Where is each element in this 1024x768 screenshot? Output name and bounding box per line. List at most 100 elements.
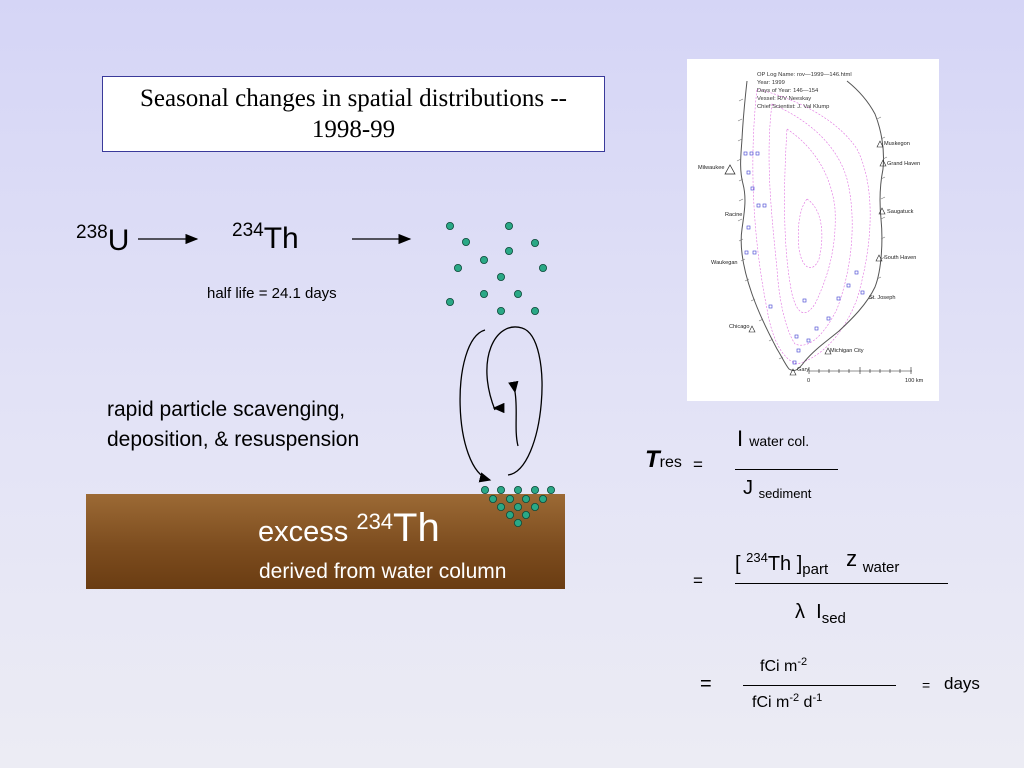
station: [750, 186, 755, 191]
scale-start-label: 0: [807, 378, 810, 384]
contour: [768, 103, 853, 346]
station: [749, 151, 754, 156]
city-label: Waukegan: [711, 260, 738, 266]
particle: [522, 510, 531, 519]
city-marker: [789, 368, 797, 376]
station: [762, 203, 767, 208]
th234-label: 234Th: [232, 220, 299, 255]
particle: [481, 485, 490, 494]
contour: [752, 88, 871, 365]
station: [796, 348, 801, 353]
depth-contours: [752, 88, 871, 365]
fraction-line-1: [735, 469, 838, 470]
station: [806, 338, 811, 343]
denominator-1: J sediment: [743, 477, 812, 501]
map-header-line: OP Log Name: rov—1999—146.html: [757, 72, 852, 78]
particle: [506, 494, 515, 503]
lake-michigan-map: OP Log Name: rov—1999—146.html Year: 199…: [698, 72, 924, 384]
particle: [462, 237, 471, 246]
scale-bar: [808, 367, 912, 374]
particle: [453, 264, 462, 273]
fraction-line-2: [735, 583, 948, 584]
particle: [539, 264, 548, 273]
city-marker: [824, 347, 832, 355]
particle: [497, 273, 506, 282]
particle: [497, 307, 506, 316]
city-label: Chicago: [729, 324, 750, 330]
sediment-subtitle: derived from water column: [259, 560, 507, 583]
city-marker: [876, 140, 884, 148]
station: [752, 250, 757, 255]
station: [836, 296, 841, 301]
particle: [531, 485, 540, 494]
particle: [505, 221, 514, 230]
city-label: Saugatuck: [887, 209, 914, 215]
city-label: Gary: [797, 367, 809, 373]
excess-th-label: excess 234Th: [258, 506, 440, 550]
equals-3: =: [700, 673, 712, 695]
denominator-2: λ Ised: [795, 601, 846, 627]
equals-1: =: [693, 455, 703, 474]
sediment-layer: [86, 494, 565, 589]
particle: [547, 485, 556, 494]
particle: [539, 494, 548, 503]
station: [854, 270, 859, 275]
result-unit: days: [944, 674, 980, 693]
particle: [497, 485, 506, 494]
city-marker: [875, 254, 883, 262]
map-stations: [743, 151, 865, 365]
particle: [531, 238, 540, 247]
numerator-3: fCi m-2: [760, 656, 808, 675]
particle: [514, 502, 523, 511]
denominator-3: fCi m-2 d-1: [752, 692, 823, 711]
station: [826, 316, 831, 321]
fraction-line-3: [743, 685, 896, 686]
particles-sediment: [481, 485, 556, 527]
process-label: rapid particle scavenging, deposition, &…: [107, 398, 360, 451]
particle: [514, 290, 523, 299]
station: [746, 170, 751, 175]
half-life-label: half life = 24.1 days: [207, 285, 337, 302]
station: [814, 326, 819, 331]
station: [794, 334, 799, 339]
city-label: Michigan City: [830, 348, 864, 354]
title-box: Seasonal changes in spatial distribution…: [102, 76, 605, 152]
shoreline: [740, 80, 884, 372]
equals-2: =: [693, 571, 703, 590]
particle: [445, 221, 454, 230]
particles-water-column: [445, 221, 548, 316]
decay-arrows: [138, 233, 412, 245]
cycle-arrows: [459, 326, 543, 483]
particle: [522, 494, 531, 503]
particle: [531, 307, 540, 316]
numerator-1: I water col.: [737, 426, 810, 451]
particle: [489, 494, 498, 503]
city-label: Muskegon: [884, 141, 910, 147]
station-map: OP Log Name: rov—1999—146.html Year: 199…: [687, 59, 939, 401]
upward-cycle-arrow: [486, 326, 543, 476]
city-label: St. Joseph: [869, 295, 895, 301]
particle: [531, 502, 540, 511]
map-header-line: Days of Year: 146—154: [757, 88, 819, 94]
particle: [514, 485, 523, 494]
station: [792, 360, 797, 365]
station: [768, 304, 773, 309]
city-label: South Haven: [884, 255, 916, 261]
u238-label: 238U: [76, 222, 130, 257]
scale-end-label: 100 km: [905, 378, 924, 384]
resuspension-arrow: [508, 380, 519, 447]
map-cities: Muskegon Grand Haven Milwaukee Racine Sa…: [698, 140, 920, 376]
station: [744, 250, 749, 255]
station: [755, 151, 760, 156]
particle: [480, 290, 489, 299]
particle: [480, 256, 489, 265]
contour: [784, 128, 836, 313]
particle-cycle-diagram: [445, 221, 556, 527]
station: [746, 225, 751, 230]
city-marker: [748, 325, 756, 333]
city-marker: [878, 207, 886, 215]
tres-symbol: Tres: [645, 446, 682, 473]
city-marker: [879, 159, 887, 167]
station: [860, 290, 865, 295]
